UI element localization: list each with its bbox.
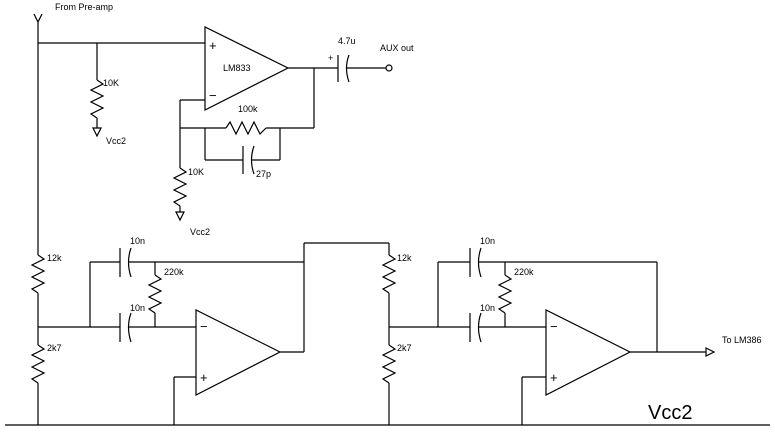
input-arrow (33, 13, 43, 24)
opamp-lm833-minus: − (209, 88, 217, 103)
stage1-cap-b-label: 10n (130, 303, 145, 313)
vcc2-label-1: Vcc2 (106, 136, 126, 146)
resistor-10k-gain-label: 10K (188, 167, 204, 177)
stage1-resistor-12k (30, 254, 46, 294)
capacitor-27p-label: 27p (256, 169, 271, 179)
stage1-opamp (195, 309, 282, 396)
resistor-10k-gain (172, 167, 188, 207)
opamp-lm833-plus: + (209, 38, 217, 53)
capacitor-4u7-label: 4.7u (338, 36, 356, 46)
input-label: From Pre-amp (55, 2, 113, 12)
capacitor-4u7-polarity: + (328, 53, 333, 63)
aux-out-terminal (385, 64, 393, 72)
opamp-lm833-label: LM833 (223, 63, 251, 73)
stage1-12k-label: 12k (47, 253, 62, 263)
stage2-cap-a-label: 10n (480, 236, 495, 246)
stage1-resistor-2k7 (30, 344, 46, 384)
stage2-12k-label: 12k (397, 253, 412, 263)
stage2-2k7-label: 2k7 (397, 343, 412, 353)
vcc2-rail-label: Vcc2 (648, 402, 692, 424)
resistor-100k-feedback (225, 120, 267, 136)
vcc2-arrow-2 (175, 211, 185, 222)
stage2-220k-label: 220k (514, 267, 534, 277)
stage2-resistor-2k7 (381, 344, 397, 384)
resistor-10k-bias (89, 79, 105, 119)
stage2-opamp (545, 309, 632, 396)
stage1-cap-a-label: 10n (130, 236, 145, 246)
vcc2-arrow-1 (92, 127, 102, 138)
stage1-opamp-plus: + (200, 370, 208, 385)
resistor-10k-bias-label: 10K (103, 78, 119, 88)
stage2-opamp-plus: + (550, 370, 558, 385)
stage2-opamp-minus: − (550, 319, 558, 334)
vcc2-label-2: Vcc2 (190, 227, 210, 237)
stage2-cap-b-label: 10n (480, 303, 495, 313)
stage2-resistor-12k (381, 254, 397, 294)
opamp-lm833 (204, 26, 290, 111)
to-lm386-label: To LM386 (722, 335, 762, 345)
stage1-resistor-220k (147, 274, 163, 314)
stage2-resistor-220k (497, 274, 513, 314)
aux-out-label: AUX out (380, 43, 414, 53)
stage1-220k-label: 220k (164, 267, 184, 277)
stage1-2k7-label: 2k7 (47, 343, 62, 353)
stage1-opamp-minus: − (200, 319, 208, 334)
resistor-100k-label: 100k (238, 104, 258, 114)
output-arrow (705, 347, 716, 357)
